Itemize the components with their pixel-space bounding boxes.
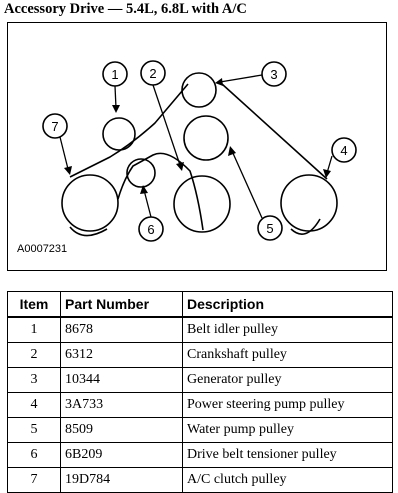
cell-item: 6 — [7, 442, 61, 468]
cell-item: 3 — [7, 367, 61, 393]
generator-pulley — [181, 72, 217, 108]
table-row: 3 10344 Generator pulley — [7, 367, 393, 393]
table-row: 6 6B209 Drive belt tensioner pulley — [7, 442, 393, 468]
cell-part-number: 8678 — [60, 316, 183, 343]
cell-part-number: 19D784 — [60, 467, 183, 493]
arrowhead-3 — [215, 78, 223, 86]
table-row: 5 8509 Water pump pulley — [7, 417, 393, 443]
arrowhead-4 — [323, 169, 331, 178]
cell-part-number: 6B209 — [60, 442, 183, 468]
table-header-row: Item Part Number Description — [7, 291, 393, 318]
figure-id: A0007231 — [17, 243, 68, 255]
cell-description: Drive belt tensioner pulley — [182, 442, 393, 468]
cell-part-number: 6312 — [60, 342, 183, 368]
arrowhead-6 — [140, 185, 148, 194]
table-row: 4 3A733 Power steering pump pulley — [7, 392, 393, 418]
arrowhead-2 — [176, 162, 184, 171]
belt-routing-drawing: 1 2 3 4 5 6 7 — [42, 60, 357, 242]
callout-3 — [261, 61, 287, 87]
diagram-title: Accessory Drive — 5.4L, 6.8L with A/C — [4, 1, 247, 17]
cell-part-number: 8509 — [60, 417, 183, 443]
tensioner-pulley — [126, 158, 156, 188]
header-description: Description — [182, 291, 393, 318]
callout-label-1: 1 — [111, 67, 118, 82]
crankshaft-pulley — [173, 175, 231, 233]
callout-5 — [257, 215, 283, 241]
belt-diagram: 1 2 3 4 5 6 7 — [7, 22, 387, 271]
water-pump-pulley — [183, 115, 229, 161]
table-row: 1 8678 Belt idler pulley — [7, 316, 393, 343]
arrowhead-1 — [112, 105, 120, 113]
header-item: Item — [7, 291, 61, 318]
table-row: 2 6312 Crankshaft pulley — [7, 342, 393, 368]
callout-7 — [42, 113, 68, 139]
callout-label-7: 7 — [51, 119, 58, 134]
parts-table: Item Part Number Description 1 8678 Belt… — [7, 291, 393, 493]
power-steering-pulley — [280, 174, 338, 232]
cell-description: A/C clutch pulley — [182, 467, 393, 493]
ac-clutch-pulley — [61, 174, 119, 232]
cell-part-number: 10344 — [60, 367, 183, 393]
table-row: 7 19D784 A/C clutch pulley — [7, 467, 393, 493]
callout-label-5: 5 — [266, 221, 273, 236]
callout-label-2: 2 — [149, 66, 156, 81]
callout-label-6: 6 — [147, 222, 154, 237]
header-part-number: Part Number — [60, 291, 183, 318]
cell-description: Belt idler pulley — [182, 316, 393, 343]
cell-description: Power steering pump pulley — [182, 392, 393, 418]
callout-4 — [331, 137, 357, 163]
callout-label-4: 4 — [340, 143, 347, 158]
cell-description: Water pump pulley — [182, 417, 393, 443]
cell-part-number: 3A733 — [60, 392, 183, 418]
cell-description: Crankshaft pulley — [182, 342, 393, 368]
cell-description: Generator pulley — [182, 367, 393, 393]
cell-item: 5 — [7, 417, 61, 443]
arrowhead-7 — [64, 166, 72, 175]
belt-idler-pulley — [102, 117, 136, 151]
cell-item: 4 — [7, 392, 61, 418]
arrowhead-5 — [228, 146, 236, 156]
cell-item: 1 — [7, 316, 61, 343]
cell-item: 2 — [7, 342, 61, 368]
callout-label-3: 3 — [270, 67, 277, 82]
cell-item: 7 — [7, 467, 61, 493]
